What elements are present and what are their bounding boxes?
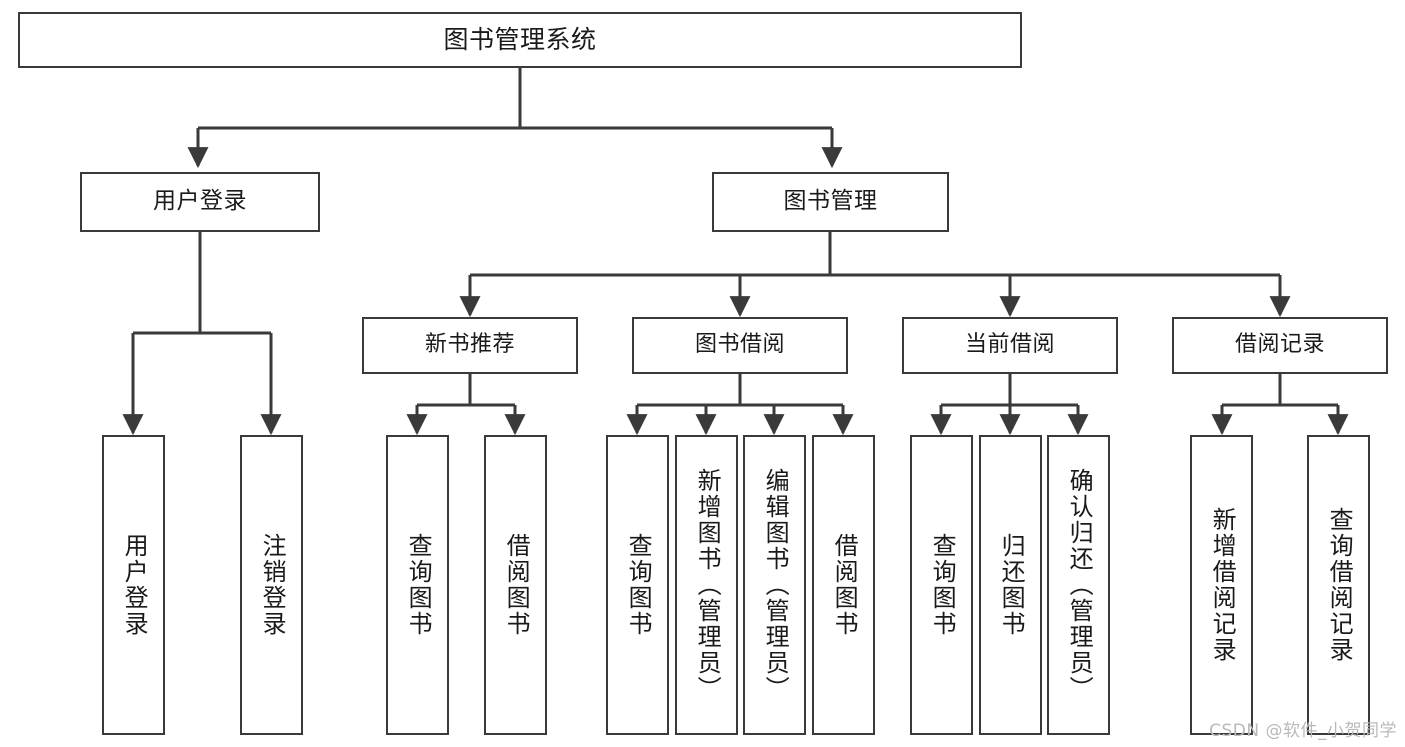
node-leaf-logout-label: 注销登录 bbox=[258, 533, 287, 637]
node-leaf-borrow-book-2-label: 借阅图书 bbox=[830, 533, 859, 637]
node-leaf-add-record-label: 新增借阅记录 bbox=[1208, 507, 1237, 663]
node-leaf-add-book[interactable]: 新增图书（管理员） bbox=[675, 435, 738, 735]
node-new-book-recommend-label: 新书推荐 bbox=[424, 332, 515, 358]
node-leaf-confirm-return[interactable]: 确认归还（管理员） bbox=[1047, 435, 1110, 735]
node-new-book-recommend[interactable]: 新书推荐 bbox=[362, 317, 578, 374]
node-leaf-edit-book-label: 编辑图书（管理员） bbox=[761, 468, 790, 702]
node-book-borrow[interactable]: 图书借阅 bbox=[632, 317, 848, 374]
node-book-manage[interactable]: 图书管理 bbox=[712, 172, 949, 232]
node-leaf-query-record[interactable]: 查询借阅记录 bbox=[1307, 435, 1370, 735]
node-leaf-query-record-label: 查询借阅记录 bbox=[1325, 507, 1354, 663]
node-leaf-return-book-label: 归还图书 bbox=[997, 533, 1026, 637]
node-leaf-query-book-3-label: 查询图书 bbox=[928, 533, 957, 637]
node-leaf-add-record[interactable]: 新增借阅记录 bbox=[1190, 435, 1253, 735]
node-leaf-query-book-1[interactable]: 查询图书 bbox=[386, 435, 449, 735]
node-root[interactable]: 图书管理系统 bbox=[18, 12, 1022, 68]
node-leaf-logout[interactable]: 注销登录 bbox=[240, 435, 303, 735]
node-leaf-query-book-1-label: 查询图书 bbox=[404, 533, 433, 637]
node-current-borrow[interactable]: 当前借阅 bbox=[902, 317, 1118, 374]
node-root-label: 图书管理系统 bbox=[443, 25, 597, 54]
node-borrow-record[interactable]: 借阅记录 bbox=[1172, 317, 1388, 374]
node-book-borrow-label: 图书借阅 bbox=[694, 332, 785, 358]
node-leaf-edit-book[interactable]: 编辑图书（管理员） bbox=[743, 435, 806, 735]
csdn-watermark: CSDN @软件_小贺同学 bbox=[1209, 721, 1397, 741]
node-leaf-borrow-book-1[interactable]: 借阅图书 bbox=[484, 435, 547, 735]
node-borrow-record-label: 借阅记录 bbox=[1234, 332, 1325, 358]
node-leaf-return-book[interactable]: 归还图书 bbox=[979, 435, 1042, 735]
node-leaf-user-login-label: 用户登录 bbox=[120, 533, 149, 637]
node-leaf-query-book-3[interactable]: 查询图书 bbox=[910, 435, 973, 735]
node-leaf-user-login[interactable]: 用户登录 bbox=[102, 435, 165, 735]
node-leaf-query-book-2-label: 查询图书 bbox=[624, 533, 653, 637]
node-current-borrow-label: 当前借阅 bbox=[964, 332, 1055, 358]
node-leaf-query-book-2[interactable]: 查询图书 bbox=[606, 435, 669, 735]
node-book-manage-label: 图书管理 bbox=[783, 188, 878, 215]
node-user-login[interactable]: 用户登录 bbox=[80, 172, 320, 232]
node-user-login-label: 用户登录 bbox=[153, 188, 247, 215]
node-leaf-borrow-book-2[interactable]: 借阅图书 bbox=[812, 435, 875, 735]
node-leaf-confirm-return-label: 确认归还（管理员） bbox=[1065, 468, 1094, 702]
node-leaf-add-book-label: 新增图书（管理员） bbox=[693, 468, 722, 702]
node-leaf-borrow-book-1-label: 借阅图书 bbox=[502, 533, 531, 637]
